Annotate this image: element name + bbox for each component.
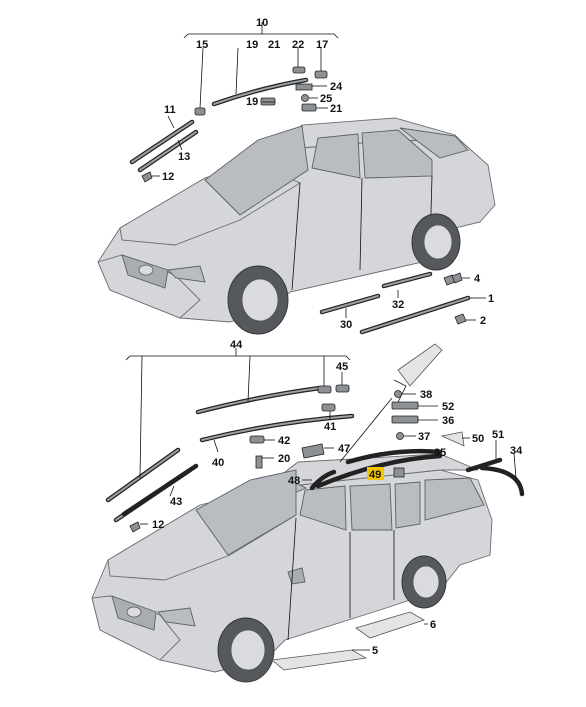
callout-24: 24 bbox=[330, 81, 343, 93]
callout-12-bottom: 12 bbox=[152, 519, 164, 531]
callout-41: 41 bbox=[324, 421, 336, 433]
callout-25: 25 bbox=[320, 93, 332, 105]
callout-50: 50 bbox=[472, 433, 484, 445]
sedan-parts bbox=[129, 66, 471, 335]
callout-38: 38 bbox=[420, 389, 432, 401]
callout-22: 22 bbox=[292, 39, 304, 51]
callout-19: 19 bbox=[246, 96, 258, 108]
sedan-illustration bbox=[97, 117, 496, 335]
callout-4: 4 bbox=[474, 273, 481, 285]
callout-1: 1 bbox=[488, 293, 494, 305]
callout-6: 6 bbox=[430, 619, 436, 631]
callout-20: 20 bbox=[278, 453, 290, 465]
callout-51: 51 bbox=[492, 429, 504, 441]
estate-illustration bbox=[91, 453, 493, 683]
callout-13: 13 bbox=[178, 151, 190, 163]
callout-21-top: 21 bbox=[268, 39, 280, 51]
leader-lines bbox=[125, 22, 517, 651]
callout-21: 21 bbox=[330, 103, 342, 115]
callout-43: 43 bbox=[170, 496, 182, 508]
callout-15: 15 bbox=[196, 39, 208, 51]
callout-11: 11 bbox=[164, 104, 176, 116]
callout-35: 35 bbox=[434, 447, 446, 459]
callout-5: 5 bbox=[372, 645, 378, 657]
callout-32: 32 bbox=[392, 299, 404, 311]
callout-labels: 10 15 19 21 22 17 24 25 19 21 11 13 12 4… bbox=[152, 17, 523, 657]
callout-37: 37 bbox=[418, 431, 430, 443]
callout-42: 42 bbox=[278, 435, 290, 447]
estate-parts bbox=[105, 343, 525, 533]
callout-36: 36 bbox=[442, 415, 454, 427]
callout-34: 34 bbox=[510, 445, 523, 457]
callout-45: 45 bbox=[336, 361, 348, 373]
callout-44: 44 bbox=[230, 339, 243, 351]
callout-48: 48 bbox=[288, 475, 300, 487]
callout-47: 47 bbox=[338, 443, 350, 455]
callout-49-highlight bbox=[367, 467, 384, 480]
callout-30: 30 bbox=[340, 319, 352, 331]
callout-49: 49 bbox=[369, 469, 381, 481]
callout-12-top: 12 bbox=[162, 171, 174, 183]
callout-52: 52 bbox=[442, 401, 454, 413]
callout-19-top: 19 bbox=[246, 39, 258, 51]
callout-2: 2 bbox=[480, 315, 486, 327]
callout-40: 40 bbox=[212, 457, 224, 469]
callout-10: 10 bbox=[256, 17, 268, 29]
callout-17: 17 bbox=[316, 39, 328, 51]
